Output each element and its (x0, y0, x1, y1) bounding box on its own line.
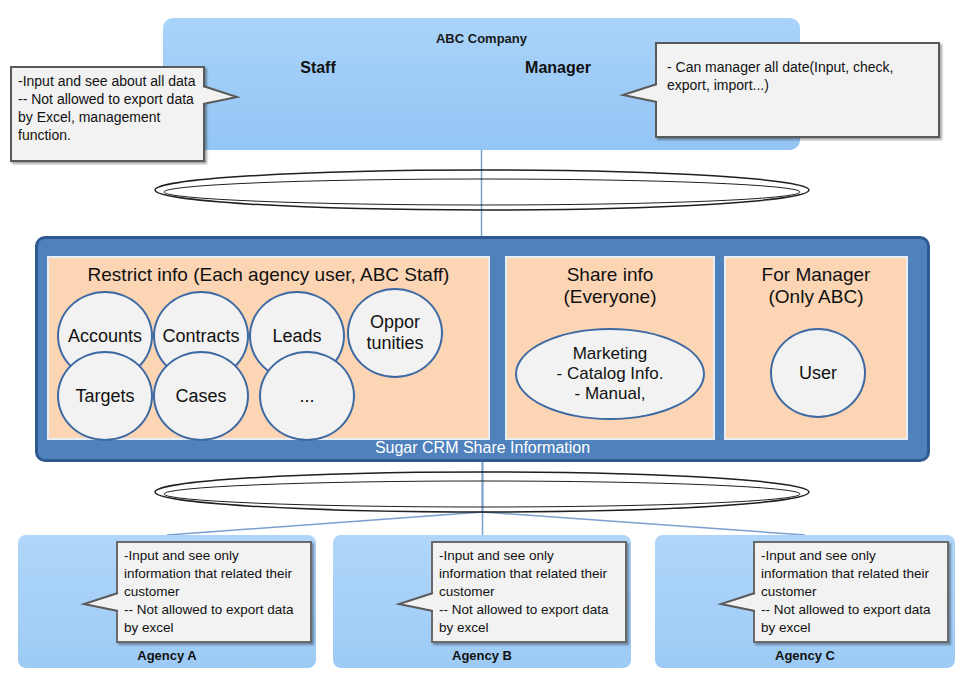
network-ring (155, 170, 809, 210)
node-text: Agency A (18, 648, 316, 663)
node-text: Contracts (162, 326, 239, 347)
callout-tail (200, 86, 238, 106)
node-text: -- Not allowed to export data by excel (124, 601, 304, 637)
agency-box: Agency B -Input and see only information … (333, 535, 631, 668)
node-text: -- Not allowed to export data by Excel, … (18, 90, 197, 144)
node-text: User (799, 363, 837, 384)
callout-box: - Can manager all date(Input, check, exp… (655, 42, 940, 138)
node-text: Accounts (68, 326, 142, 347)
node-text: Restrict info (Each agency user, ABC Sta… (54, 264, 484, 286)
node-text: Oppor tunities (353, 312, 437, 354)
info-group: Restrict info (Each agency user, ABC Sta… (47, 256, 490, 440)
node-text: -Input and see about all data (18, 72, 197, 90)
callout-tail (83, 593, 121, 613)
node-text: -- Not allowed to export data by excel (439, 601, 619, 637)
node-text: -- Not allowed to export data by excel (761, 601, 941, 637)
node-text: Targets (75, 386, 134, 407)
node-text: Share info (Everyone) (548, 264, 673, 308)
network-ring (164, 481, 800, 507)
info-group: Share info (Everyone) Marketing- Catalog … (505, 256, 715, 440)
connector-line (167, 462, 483, 535)
callout-box: -Input and see only information that rel… (753, 541, 949, 643)
callout-box: -Input and see about all data-- Not allo… (10, 66, 205, 162)
module-circle: Targets (57, 351, 153, 441)
node-text: -Input and see only information that rel… (124, 547, 304, 601)
node-text: -Input and see only information that rel… (439, 547, 619, 601)
node-text: Leads (272, 326, 321, 347)
module-circle: Cases (153, 351, 249, 441)
node-text: Agency B (333, 648, 631, 663)
module-circle: Oppor tunities (347, 288, 443, 378)
info-group: For Manager (Only ABC) User (724, 256, 908, 440)
node-text: Cases (175, 386, 226, 407)
role-label: Staff (300, 59, 336, 77)
node-text: -Input and see only information that rel… (761, 547, 941, 601)
agency-box: Agency C -Input and see only information … (655, 535, 955, 668)
callout-box: -Input and see only information that rel… (116, 541, 312, 643)
callout-tail (622, 84, 660, 104)
node-text: ... (299, 386, 314, 407)
node-text: Marketing (573, 344, 648, 364)
role-label: Manager (525, 59, 591, 77)
module-ellipse: Marketing- Catalog Info.- Manual, (515, 328, 705, 420)
callout-tail (398, 593, 436, 613)
module-circle: User (770, 328, 866, 418)
callout-box: -Input and see only information that rel… (431, 541, 627, 643)
module-circle: ... (259, 351, 355, 441)
node-text: Sugar CRM Share Information (38, 439, 927, 457)
node-text: - Catalog Info. (557, 364, 664, 384)
connector-line (481, 150, 483, 236)
node-text: Agency C (655, 648, 955, 663)
network-ring (164, 179, 800, 205)
agency-box: Agency A -Input and see only information … (18, 535, 316, 668)
network-ring (155, 472, 809, 512)
callout-tail (720, 593, 758, 613)
node-text: For Manager (Only ABC) (749, 264, 884, 308)
node-text: - Manual, (575, 384, 646, 404)
shared-panel: Sugar CRM Share Information Restrict info… (35, 236, 930, 462)
node-text: - Can manager all date(Input, check, exp… (667, 58, 928, 94)
